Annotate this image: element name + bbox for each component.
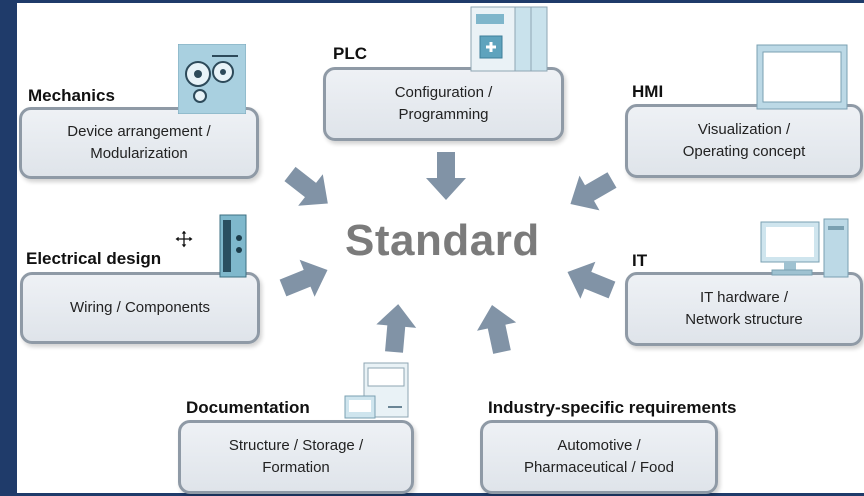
- move-cursor-icon: [175, 229, 194, 249]
- plc-title: PLC: [333, 44, 367, 63]
- mechanics-line1: Device arrangement /: [67, 123, 211, 140]
- computer-icon: [760, 218, 849, 278]
- industry-box: Automotive / Pharmaceutical / Food: [480, 420, 718, 494]
- documentation-devices-icon: [344, 362, 409, 419]
- hmi-line2: Operating concept: [682, 143, 806, 160]
- frame-top-bar: [0, 0, 864, 3]
- electrical-title: Electrical design: [26, 249, 162, 268]
- arrow-it: [567, 261, 616, 299]
- hmi-panel-icon: [756, 44, 848, 110]
- gears-icon: [178, 44, 246, 114]
- industry-line1: Automotive /: [557, 437, 641, 454]
- plc-device-icon: [470, 6, 548, 72]
- documentation-title: Documentation: [186, 398, 310, 417]
- mechanics-title: Mechanics: [28, 86, 115, 105]
- mechanics-box: Device arrangement / Modularization: [19, 107, 259, 179]
- plc-box: Configuration / Programming: [323, 67, 564, 141]
- plc-line2: Programming: [398, 106, 489, 123]
- industry-line2: Pharmaceutical / Food: [523, 459, 675, 476]
- arrow-plc: [426, 152, 466, 200]
- it-box: IT hardware / Network structure: [625, 272, 863, 346]
- documentation-line1: Structure / Storage /: [228, 437, 364, 454]
- arrow-hmi: [570, 172, 617, 211]
- arrow-electrical: [279, 259, 328, 297]
- it-title: IT: [632, 251, 648, 270]
- electrical-box: Wiring / Components: [20, 272, 260, 344]
- electrical-line1: Wiring / Components: [69, 299, 211, 316]
- mechanics-line2: Modularization: [90, 145, 188, 162]
- industry-title: Industry-specific requirements: [488, 398, 737, 417]
- hmi-box: Visualization / Operating concept: [625, 104, 863, 178]
- documentation-box: Structure / Storage / Formation: [178, 420, 414, 494]
- arrow-documentation: [376, 304, 417, 353]
- hmi-line1: Visualization /: [697, 121, 791, 138]
- plc-line1: Configuration /: [394, 84, 493, 101]
- arrow-mechanics: [284, 166, 328, 206]
- hmi-title: HMI: [632, 82, 664, 101]
- it-line1: IT hardware /: [699, 289, 789, 306]
- center-label: Standard: [345, 216, 540, 265]
- arrow-industry: [477, 305, 517, 354]
- it-line2: Network structure: [685, 311, 803, 328]
- frame-bottom-bar: [0, 493, 864, 496]
- documentation-line2: Formation: [262, 459, 330, 476]
- electrical-module-icon: [219, 214, 247, 278]
- frame-left-bar: [0, 0, 17, 496]
